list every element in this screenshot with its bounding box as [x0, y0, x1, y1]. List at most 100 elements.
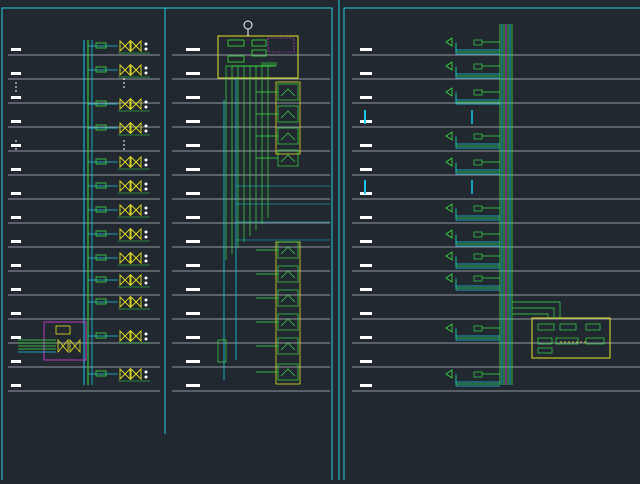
floor-marker: [360, 168, 372, 171]
device-box: [95, 182, 107, 189]
valve-symbol: [119, 329, 131, 343]
floor-marker: [186, 360, 200, 363]
module-box: [251, 49, 267, 57]
device-box: [95, 66, 107, 73]
device-arc: [280, 318, 296, 327]
floor-marker: [11, 360, 21, 363]
device-box: [473, 371, 483, 378]
module-box: [251, 39, 267, 47]
branch-pipe: [455, 212, 500, 221]
floor-marker: [360, 72, 372, 75]
terminal-dot: [144, 158, 148, 162]
device-box: [95, 124, 107, 131]
terminal-dot: [144, 298, 148, 302]
valve-symbol: [445, 251, 453, 261]
device-box: [473, 205, 483, 212]
valve-symbol: [119, 367, 131, 381]
terminal-dot: [144, 42, 148, 46]
floor-marker: [360, 264, 372, 267]
device-arc: [280, 246, 296, 255]
floor-marker: [11, 264, 21, 267]
terminal-dot: [144, 66, 148, 70]
branch-pipe: [455, 378, 500, 387]
valve-symbol: [445, 61, 453, 71]
valve-symbol: [130, 367, 142, 381]
floor-marker: [11, 168, 21, 171]
valve-symbol: [445, 203, 453, 213]
valve-symbol: [119, 203, 131, 217]
floor-marker: [11, 48, 21, 51]
terminal-dot: [144, 129, 148, 133]
branch-pipe: [455, 46, 500, 55]
device-arc: [280, 110, 296, 119]
cable-run: [512, 307, 555, 318]
device-arc: [280, 154, 296, 163]
cable-run: [267, 62, 277, 78]
floor-marker: [186, 312, 200, 315]
device-box: [95, 230, 107, 237]
floor-marker: [360, 312, 372, 315]
valve-symbol: [130, 273, 142, 287]
terminal-dot: [144, 230, 148, 234]
valve-symbol: [445, 37, 453, 47]
floor-marker: [186, 336, 200, 339]
device-box: [95, 158, 107, 165]
terminal-dot: [144, 281, 148, 285]
terminal-dot: [144, 187, 148, 191]
terminal-dot: [144, 332, 148, 336]
floor-marker: [186, 216, 200, 219]
device-box: [473, 133, 483, 140]
panel-module: [555, 337, 579, 345]
floor-marker: [186, 264, 200, 267]
branch-pipe: [455, 140, 500, 149]
control-panel: [531, 317, 611, 359]
device-arc: [280, 368, 296, 377]
branch-pipe: [455, 238, 500, 247]
device-box: [95, 332, 107, 339]
floor-marker: [11, 192, 21, 195]
valve-symbol: [119, 121, 131, 135]
floor-marker: [11, 288, 21, 291]
branch-pipe: [455, 260, 500, 269]
floor-marker: [186, 120, 200, 123]
floor-marker: [11, 336, 21, 339]
panel-module: [559, 323, 577, 331]
device-box: [473, 159, 483, 166]
terminal-dot: [144, 163, 148, 167]
module-box: [227, 55, 245, 63]
valve-symbol: [119, 63, 131, 77]
floor-marker: [360, 384, 372, 387]
device-box: [95, 370, 107, 377]
floor-marker: [186, 48, 200, 51]
terminal-dot: [144, 276, 148, 280]
terminal-dot: [144, 254, 148, 258]
valve-symbol: [119, 97, 131, 111]
valve-symbol: [445, 87, 453, 97]
floor-marker: [360, 240, 372, 243]
device-arc: [280, 342, 296, 351]
device-arc: [280, 88, 296, 97]
floor-marker: [186, 72, 200, 75]
floor-marker: [186, 192, 200, 195]
terminal-dot: [144, 370, 148, 374]
panel-module: [537, 323, 555, 331]
device-box: [95, 254, 107, 261]
device-box: [95, 100, 107, 107]
terminal-dot: [144, 47, 148, 51]
floor-marker: [186, 240, 200, 243]
terminal-dot: [144, 337, 148, 341]
pump-box: [55, 325, 71, 335]
valve-symbol: [130, 121, 142, 135]
device-arc: [280, 132, 296, 141]
panel-module: [537, 347, 553, 354]
floor-marker: [360, 360, 372, 363]
device-arc: [280, 294, 296, 303]
floor-marker: [11, 384, 21, 387]
valve-symbol: [445, 369, 453, 379]
left-panel: [8, 39, 160, 392]
terminal-dot: [144, 235, 148, 239]
equipment-box: [43, 321, 87, 361]
